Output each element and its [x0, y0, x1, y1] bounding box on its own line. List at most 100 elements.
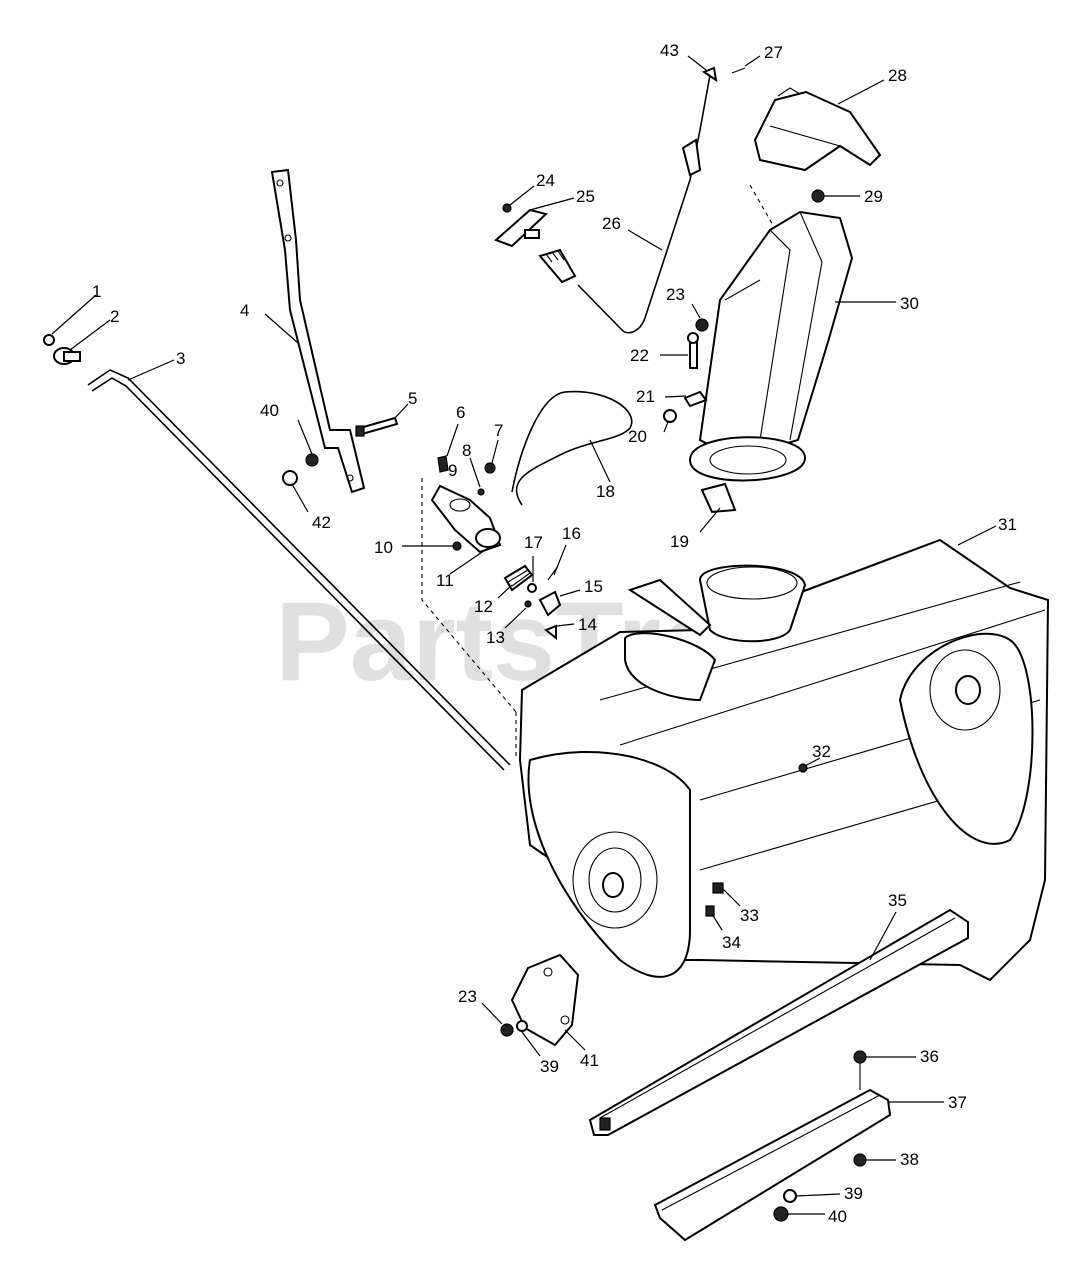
svg-text:19: 19 — [670, 532, 689, 551]
callout-32: 32 — [804, 742, 831, 767]
callout-40a: 40 — [788, 1207, 847, 1226]
svg-text:36: 36 — [920, 1047, 939, 1066]
scraper-bar — [588, 908, 969, 1136]
svg-text:8: 8 — [462, 441, 471, 460]
skid-plate — [653, 1050, 892, 1242]
callout-39b: 39 — [521, 1031, 559, 1076]
svg-text:41: 41 — [580, 1051, 599, 1070]
callout-26: 26 — [602, 214, 663, 251]
svg-text:33: 33 — [740, 906, 759, 925]
callout-3: 3 — [127, 349, 185, 381]
svg-text:40: 40 — [260, 401, 279, 420]
svg-text:23: 23 — [666, 285, 685, 304]
chute — [663, 210, 854, 514]
svg-text:9: 9 — [448, 461, 457, 480]
deflector — [753, 87, 882, 203]
svg-text:7: 7 — [494, 421, 503, 440]
callout-35: 35 — [869, 891, 907, 961]
callout-11: 11 — [436, 547, 489, 590]
callout-12: 12 — [474, 584, 513, 616]
callout-6: 6 — [446, 403, 465, 457]
skid-bracket — [500, 953, 580, 1047]
svg-text:40: 40 — [828, 1207, 847, 1226]
svg-text:3: 3 — [176, 349, 185, 368]
svg-text:4: 4 — [240, 301, 249, 320]
callout-34: 34 — [711, 913, 741, 952]
callout-2: 2 — [69, 307, 119, 351]
callout-layer: 1 2 3 4 5 6 7 8 9 10 11 12 13 14 15 16 1… — [51, 41, 1017, 1226]
svg-text:27: 27 — [764, 43, 783, 62]
svg-text:22: 22 — [630, 346, 649, 365]
callout-37: 37 — [888, 1093, 967, 1112]
callout-31: 31 — [957, 515, 1017, 546]
callout-29: 29 — [824, 187, 883, 206]
svg-text:38: 38 — [900, 1150, 919, 1169]
svg-text:32: 32 — [812, 742, 831, 761]
callout-40b: 40 — [260, 401, 313, 455]
callout-41: 41 — [564, 1029, 599, 1070]
callout-43: 43 — [660, 41, 707, 71]
callout-24: 24 — [509, 171, 555, 206]
callout-27: 27 — [744, 43, 783, 67]
svg-text:14: 14 — [578, 615, 597, 634]
callout-21: 21 — [636, 387, 687, 406]
callout-39a: 39 — [795, 1184, 863, 1203]
bolt-5 — [355, 416, 399, 437]
callout-13: 13 — [486, 607, 527, 647]
callout-16: 16 — [553, 524, 581, 576]
guide-lines — [421, 478, 517, 760]
svg-text:6: 6 — [456, 403, 465, 422]
svg-text:26: 26 — [602, 214, 621, 233]
svg-text:21: 21 — [636, 387, 655, 406]
callout-23a: 23 — [666, 285, 701, 319]
svg-text:42: 42 — [312, 513, 331, 532]
svg-text:2: 2 — [110, 307, 119, 326]
knob — [43, 334, 81, 365]
callout-5: 5 — [394, 389, 417, 419]
shifter-assembly — [430, 455, 562, 641]
svg-text:11: 11 — [436, 571, 454, 590]
svg-text:43: 43 — [660, 41, 679, 60]
svg-text:24: 24 — [536, 171, 555, 190]
svg-text:31: 31 — [998, 515, 1017, 534]
callout-42: 42 — [291, 483, 331, 532]
auger-housing — [518, 538, 1050, 982]
svg-text:28: 28 — [888, 66, 907, 85]
svg-text:20: 20 — [628, 427, 647, 446]
callout-38: 38 — [866, 1150, 919, 1169]
callout-22: 22 — [630, 346, 688, 365]
callout-8: 8 — [462, 441, 481, 488]
nut-40 — [305, 453, 319, 467]
svg-text:30: 30 — [900, 294, 919, 313]
svg-text:13: 13 — [486, 628, 505, 647]
callout-36: 36 — [866, 1047, 939, 1066]
svg-text:17: 17 — [524, 533, 543, 552]
svg-text:39: 39 — [540, 1057, 559, 1076]
callout-17: 17 — [524, 533, 543, 582]
svg-text:29: 29 — [864, 187, 883, 206]
svg-text:18: 18 — [596, 482, 615, 501]
svg-text:35: 35 — [888, 891, 907, 910]
lever-bracket — [270, 168, 366, 494]
callout-19: 19 — [670, 507, 721, 551]
svg-text:12: 12 — [474, 597, 493, 616]
svg-text:23: 23 — [458, 987, 477, 1006]
callout-28: 28 — [837, 66, 907, 105]
callout-15: 15 — [559, 577, 603, 597]
cable-18 — [511, 390, 633, 506]
chute-cable — [494, 66, 746, 334]
svg-text:16: 16 — [562, 524, 581, 543]
callout-14: 14 — [556, 615, 597, 634]
washer-42 — [282, 470, 298, 486]
callout-30: 30 — [835, 294, 919, 313]
callout-1: 1 — [51, 282, 101, 335]
shift-rod — [87, 369, 511, 771]
svg-text:15: 15 — [584, 577, 603, 596]
svg-text:37: 37 — [948, 1093, 967, 1112]
callout-7: 7 — [491, 421, 503, 464]
callout-20: 20 — [628, 421, 669, 446]
callout-4: 4 — [240, 301, 299, 344]
callout-18: 18 — [589, 439, 615, 501]
svg-text:1: 1 — [92, 282, 101, 301]
svg-text:5: 5 — [408, 389, 417, 408]
